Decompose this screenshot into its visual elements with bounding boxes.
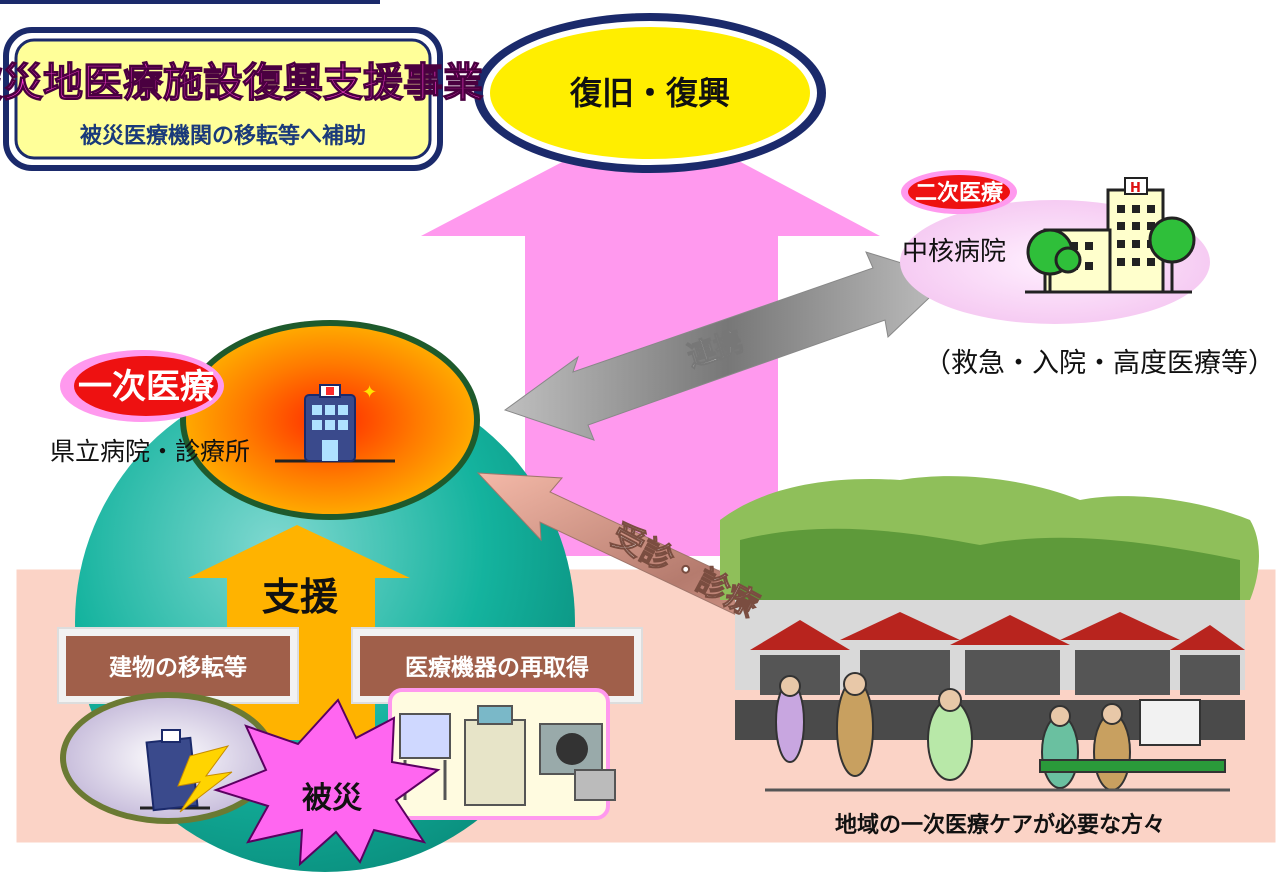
building-aid-label: 建物の移転等: [109, 654, 247, 681]
recovery-up-arrow: [421, 115, 880, 556]
core-hospital-icon: H: [1025, 177, 1196, 294]
community-scene-illustration: [720, 476, 1259, 792]
title-sub: 被災医療機関の移転等へ補助: [80, 123, 366, 149]
primary-badge: [60, 350, 224, 422]
secondary-badge-label: 二次医療: [915, 180, 1003, 206]
title-box: [3, 27, 443, 171]
small-hospital-icon: ✦: [275, 382, 395, 463]
damaged-hospital-icon: [140, 729, 233, 813]
goal-label: 復旧・復興: [569, 74, 730, 112]
core-hospital-label: 中核病院: [902, 237, 1006, 267]
svg-text:H: H: [1130, 181, 1141, 196]
medical-equipment-illustration: [388, 688, 616, 820]
disaster-label: 被災: [302, 781, 363, 816]
secondary-badge: [901, 170, 1017, 214]
primary-badge-label: 一次医療: [78, 367, 215, 407]
support-label: 支援: [262, 575, 339, 619]
title-main: 被災地医療施設復興支援事業: [0, 60, 483, 106]
header-rule: [0, 0, 380, 4]
disaster-starburst: [212, 698, 441, 867]
svg-text:✦: ✦: [362, 382, 377, 403]
equipment-aid-label: 医療機器の再取得: [405, 654, 589, 681]
goal-ellipse: [474, 13, 826, 173]
community-label: 地域の一次医療ケアが必要な方々: [835, 812, 1165, 838]
secondary-care-note: （救急・入院・高度医療等）: [924, 348, 1275, 379]
prefectural-hospital-label: 県立病院・診療所: [50, 437, 250, 466]
building-aid-box: [57, 627, 299, 704]
